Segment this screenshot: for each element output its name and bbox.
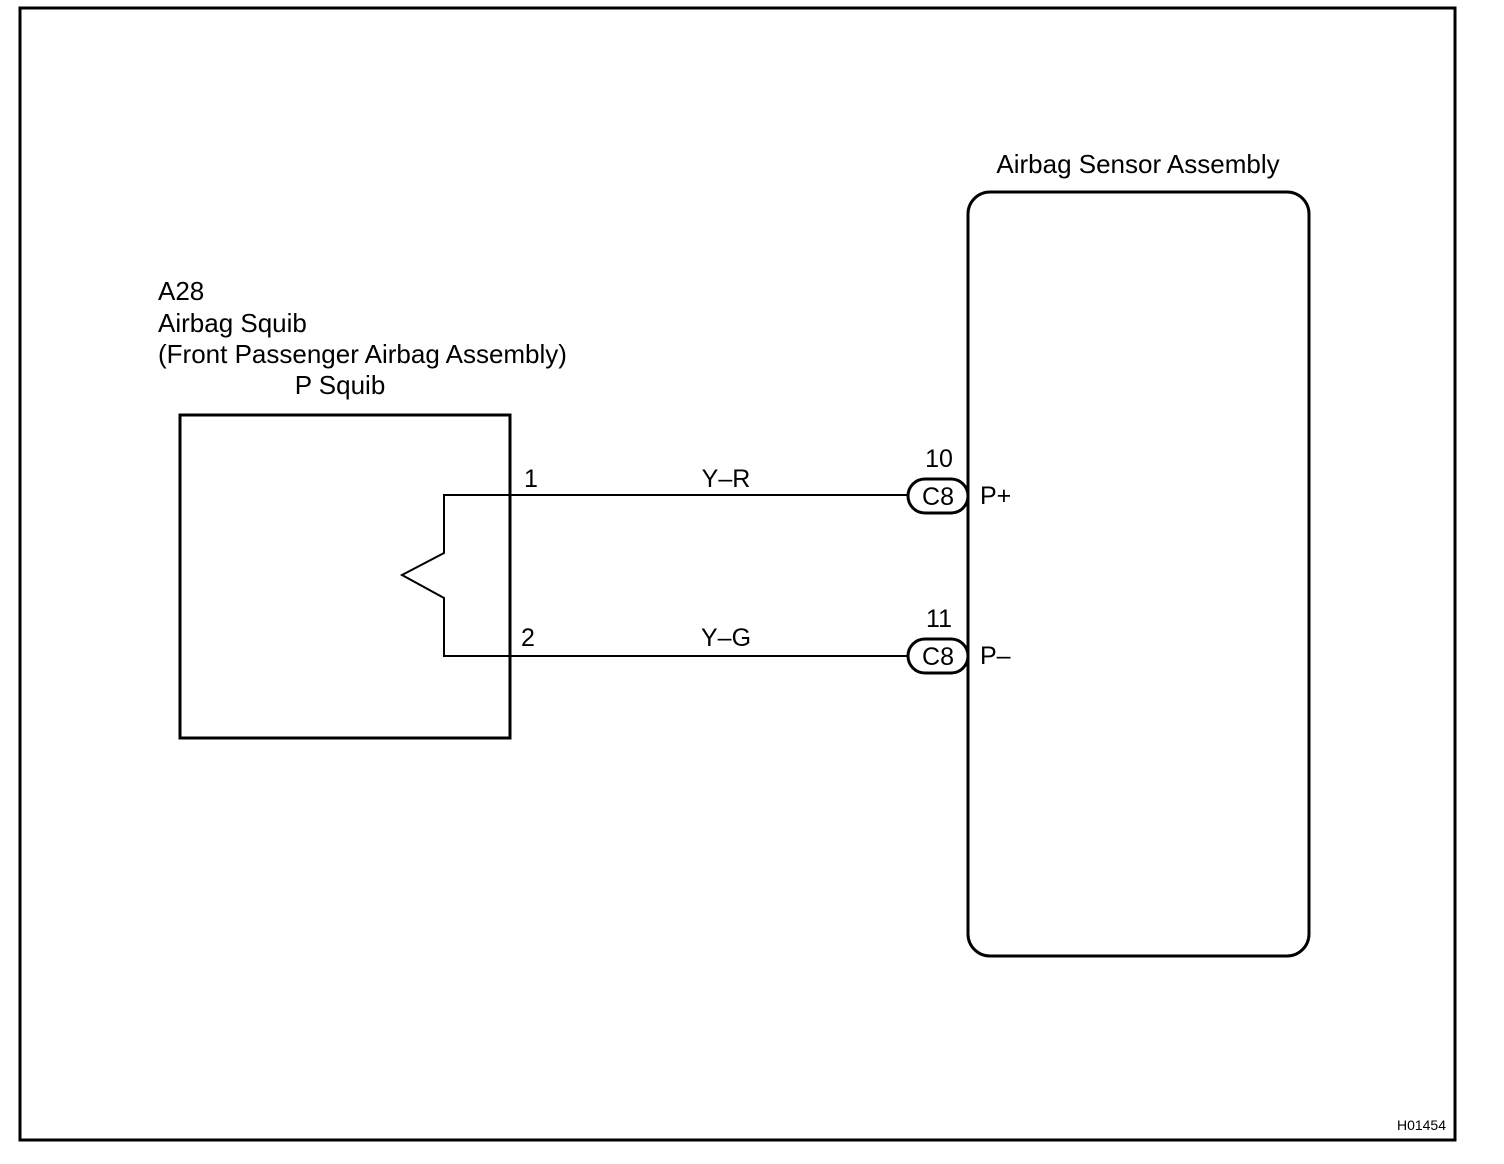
squib-pin-1-label: 1 — [524, 465, 538, 493]
sensor-assembly-box — [966, 190, 1311, 958]
squib-pin-2-label: 2 — [521, 624, 535, 652]
squib-element-symbol — [399, 494, 510, 657]
wire-color-y-r-label: Y–R — [702, 465, 751, 493]
connector-c8-upper — [906, 477, 970, 515]
figure-code: H01454 — [1397, 1117, 1446, 1133]
ecu-pin-10-label: 10 — [925, 445, 953, 473]
connector-c8-upper-label: C8 — [922, 483, 954, 511]
squib-circuit-label: P Squib — [295, 370, 386, 400]
sensor-assembly-title: Airbag Sensor Assembly — [996, 149, 1279, 179]
connector-c8-lower-label: C8 — [922, 643, 954, 671]
diagram-frame — [18, 6, 1457, 1142]
connector-c8-lower — [906, 637, 970, 675]
squib-name: Airbag Squib — [158, 308, 307, 338]
terminal-p-minus-label: P– — [980, 642, 1011, 670]
terminal-p-plus-label: P+ — [980, 482, 1011, 510]
squib-box — [178, 413, 512, 740]
squib-assembly-name: (Front Passenger Airbag Assembly) — [158, 339, 567, 369]
ecu-pin-11-label: 11 — [926, 605, 952, 633]
squib-connector-id: A28 — [158, 276, 204, 306]
wire-color-y-g-label: Y–G — [701, 624, 751, 652]
